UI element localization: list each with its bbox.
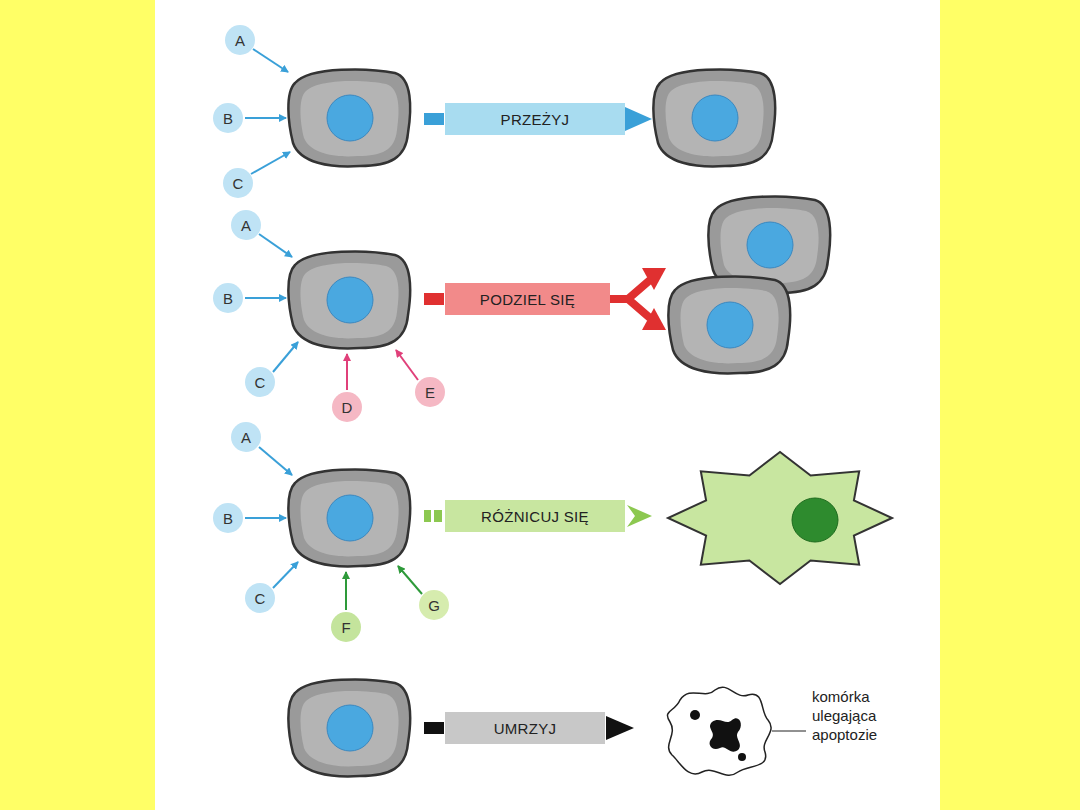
cell	[288, 679, 410, 776]
signal-letter: B	[223, 510, 233, 527]
signal-letter: B	[223, 290, 233, 307]
signal-circle: B	[213, 103, 243, 133]
signal-circle: A	[225, 25, 255, 55]
signal-circle: A	[231, 210, 261, 240]
signal-letter: A	[241, 429, 251, 446]
differentiated-cell	[668, 452, 892, 584]
cell	[668, 276, 790, 373]
signal-arrows	[346, 566, 422, 610]
signal-letter: F	[341, 619, 350, 636]
arrow-head	[625, 107, 652, 131]
signal-letter: C	[233, 175, 244, 192]
signal-circle: E	[415, 377, 445, 407]
nucleus	[792, 498, 838, 542]
signal-circle: A	[231, 422, 261, 452]
signal-circle: B	[213, 503, 243, 533]
signal-letter: D	[342, 399, 353, 416]
signal-circle: F	[331, 612, 361, 642]
signal-letter: A	[235, 32, 245, 49]
signal-circle: G	[419, 590, 449, 620]
signal-letter: B	[223, 110, 233, 127]
signal-band: UMRZYJ	[445, 712, 605, 744]
band-label: UMRZYJ	[494, 720, 557, 737]
band-label: PODZIEL SIĘ	[480, 291, 575, 308]
signal-arrows	[347, 350, 418, 390]
arrow-tail	[424, 510, 442, 522]
arrow-tail	[424, 722, 444, 734]
callout-label: komórka ulegająca apoptozie	[812, 688, 912, 744]
signal-circle: B	[213, 283, 243, 313]
band-label: PRZEŻYJ	[501, 111, 570, 128]
signal-letter: G	[428, 597, 440, 614]
cell	[653, 69, 775, 166]
arrow-head	[627, 505, 652, 527]
signal-band: RÓŻNICUJ SIĘ	[445, 500, 625, 532]
signal-band: PRZEŻYJ	[445, 103, 625, 135]
apoptotic-cell	[667, 687, 806, 775]
signal-circle: D	[332, 392, 362, 422]
cell	[288, 469, 410, 566]
arrow-tail	[424, 293, 444, 305]
signal-letter: E	[425, 384, 435, 401]
arrow-tail	[424, 113, 444, 125]
signal-letter: A	[241, 217, 251, 234]
signal-band: PODZIEL SIĘ	[445, 283, 610, 315]
cell	[288, 69, 410, 166]
signal-letter: C	[255, 590, 266, 607]
signal-circle: C	[223, 168, 253, 198]
band-label: RÓŻNICUJ SIĘ	[481, 508, 589, 525]
cell	[288, 251, 410, 348]
signal-circle: C	[245, 367, 275, 397]
signal-arrows	[245, 49, 298, 588]
arrow-head	[606, 716, 634, 740]
signal-letter: C	[255, 374, 266, 391]
signal-circle: C	[245, 583, 275, 613]
split-arrow	[610, 268, 666, 330]
